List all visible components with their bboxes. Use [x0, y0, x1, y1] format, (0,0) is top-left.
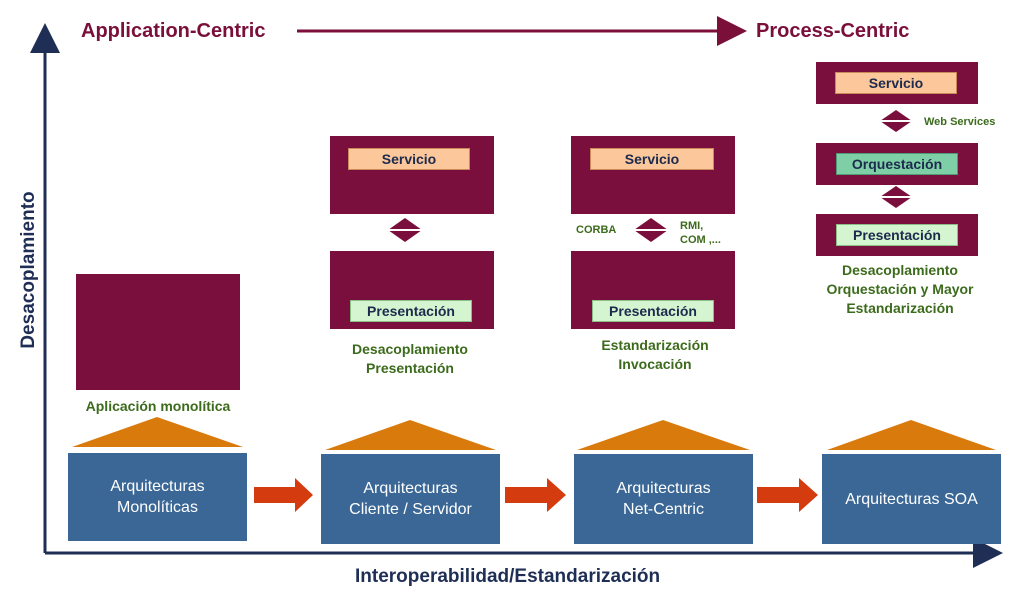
- monolithic-application-block: [76, 274, 240, 390]
- roof-client-server: [325, 420, 496, 450]
- transition-arrow-1: [254, 478, 313, 512]
- net-centric-service-label: Servicio: [590, 148, 714, 170]
- roof-soa: [827, 420, 996, 450]
- client-server-presentation-label: Presentación: [350, 300, 472, 322]
- soa-service-label: Servicio: [835, 72, 957, 94]
- rmi-com-label: RMI, COM ,...: [680, 220, 721, 246]
- process-centric-heading: Process-Centric: [756, 20, 910, 42]
- roof-net-centric: [577, 420, 750, 450]
- y-axis-label: Desacoplamiento: [18, 191, 39, 349]
- client-server-service-label: Servicio: [348, 148, 470, 170]
- transition-arrow-3: [757, 478, 818, 512]
- soa-caption: Desacoplamiento Orquestación y Mayor Est…: [826, 262, 974, 316]
- web-services-label: Web Services: [924, 116, 996, 128]
- soa-orchestration-label: Orquestación: [836, 153, 958, 175]
- net-centric-caption: Estandarización Invocación: [601, 337, 709, 372]
- monolithic-caption: Aplicación monolítica: [85, 398, 231, 414]
- client-server-caption: Desacoplamiento Presentación: [352, 341, 468, 376]
- arch-box-net-centric: Arquitecturas Net-Centric: [574, 454, 753, 544]
- transition-arrow-2: [505, 478, 566, 512]
- application-centric-heading: Application-Centric: [81, 20, 266, 42]
- roof-monolithic: [72, 417, 243, 447]
- x-axis-label: Interoperabilidad/Estandarización: [355, 566, 661, 587]
- arch-box-monolithic: Arquitecturas Monolíticas: [68, 453, 247, 541]
- corba-label: CORBA: [576, 224, 617, 236]
- arch-box-client-server: Arquitecturas Cliente / Servidor: [321, 454, 500, 544]
- arch-box-soa: Arquitecturas SOA: [822, 454, 1001, 544]
- soa-presentation-label: Presentación: [836, 224, 958, 246]
- net-centric-presentation-label: Presentación: [592, 300, 714, 322]
